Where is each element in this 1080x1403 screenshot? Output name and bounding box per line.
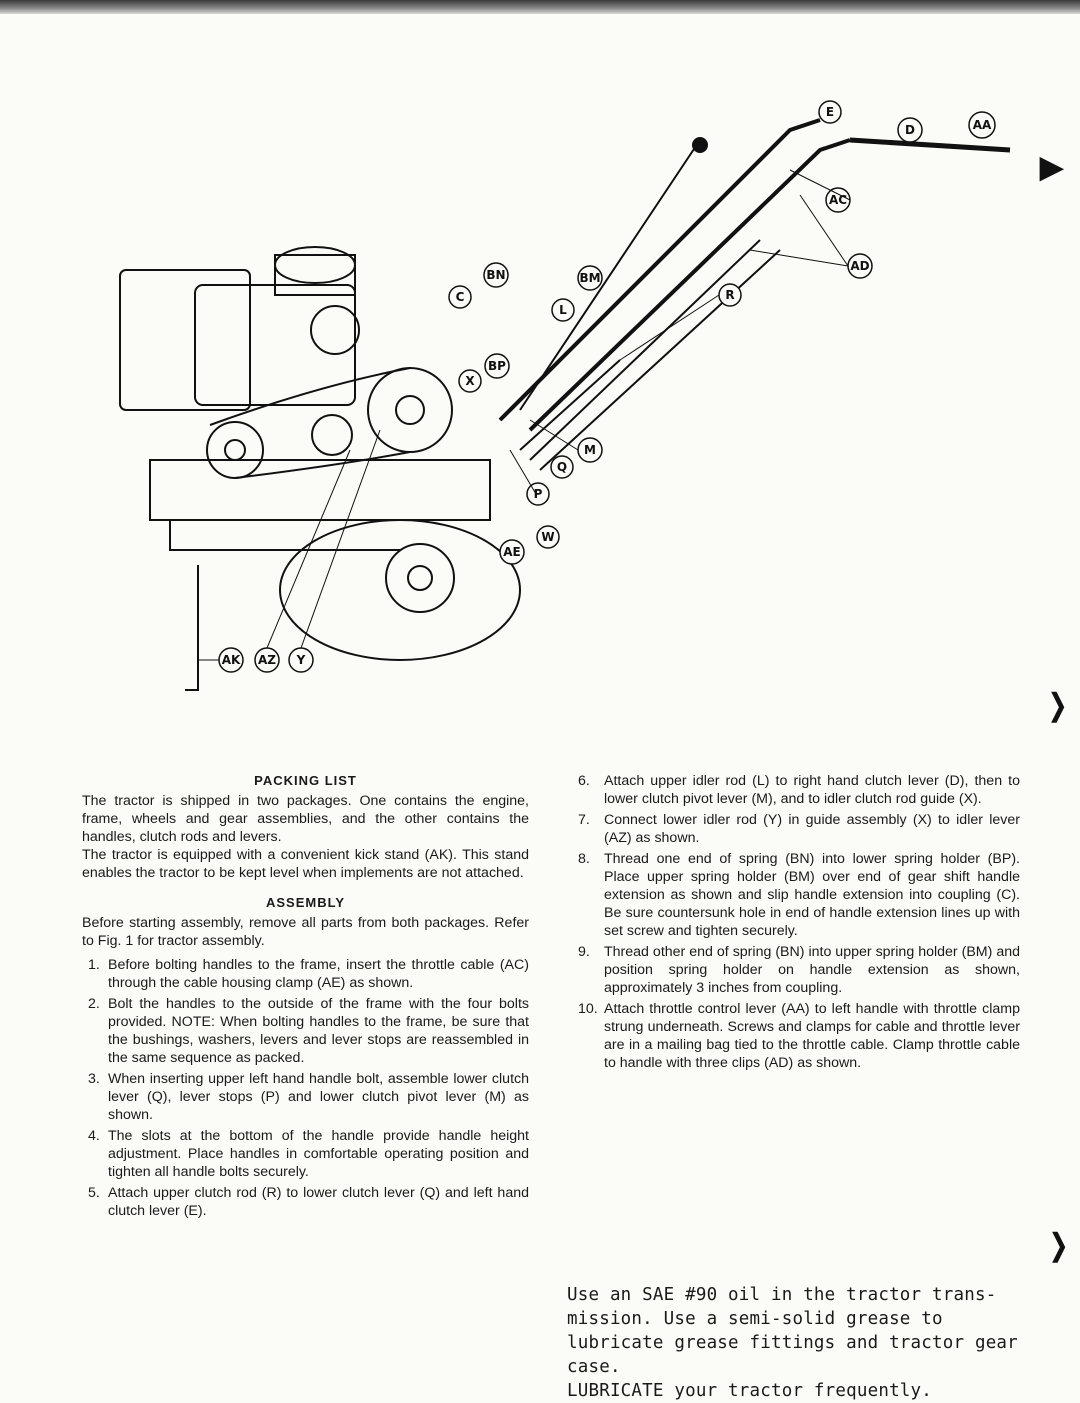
assembly-step: 10.Attach throttle control lever (AA) to… <box>578 1001 1020 1071</box>
callout-label: Q <box>557 460 567 474</box>
lubrication-note: Use an SAE #90 oil in the tractor trans-… <box>567 1283 1067 1403</box>
callout-label: BN <box>486 268 505 282</box>
packing-paragraph: The tractor is equipped with a convenien… <box>82 847 529 881</box>
callout-label: Y <box>296 653 306 667</box>
callout-label: W <box>541 530 554 544</box>
left-column: PACKING LIST The tractor is shipped in t… <box>82 772 529 1223</box>
callout-label: AD <box>850 259 869 273</box>
scan-top-border <box>0 0 1080 14</box>
callout-label: AA <box>973 118 992 132</box>
upper-clutch-rod <box>529 239 761 461</box>
assembly-intro: Before starting assembly, remove all par… <box>82 915 529 949</box>
callout-label: AE <box>503 545 520 559</box>
binder-mark-icon: ❭ <box>1046 1229 1072 1262</box>
assembly-step: 2.Bolt the handles to the outside of the… <box>88 996 529 1066</box>
lubrication-line: LUBRICATE your tractor frequently. <box>567 1381 933 1401</box>
callout-label: D <box>905 123 915 137</box>
callout-label: BM <box>579 271 600 285</box>
packing-paragraph: The tractor is shipped in two packages. … <box>82 793 529 845</box>
assembly-step: 4.The slots at the bottom of the handle … <box>88 1128 529 1180</box>
assembly-step: 8.Thread one end of spring (BN) into low… <box>578 851 1020 939</box>
wheel-tire <box>279 519 521 661</box>
leader-lines <box>198 169 851 661</box>
right-handle <box>498 118 821 422</box>
air-cleaner-body <box>274 254 356 296</box>
assembly-step: 9.Thread other end of spring (BN) into u… <box>578 944 1020 996</box>
assembly-step: 7.Connect lower idler rod (Y) in guide a… <box>578 812 1020 846</box>
callout-label: M <box>584 443 596 457</box>
callout-label: AC <box>829 193 847 207</box>
callouts <box>218 100 996 673</box>
callout-label: BP <box>488 359 506 373</box>
callout-label: E <box>826 105 834 119</box>
frame <box>149 459 491 521</box>
idler-pulley <box>311 414 353 456</box>
air-cleaner <box>274 246 356 284</box>
packing-list-heading: PACKING LIST <box>254 773 357 788</box>
assembly-step: 3.When inserting upper left hand handle … <box>88 1071 529 1123</box>
wheel-hub <box>385 543 455 613</box>
assembly-steps-left: 1.Before bolting handles to the frame, i… <box>82 956 529 1220</box>
throttle-lever <box>849 137 1011 153</box>
callout-label: AK <box>222 653 241 667</box>
binder-mark-icon: ▶ <box>1040 151 1064 184</box>
lubrication-line: lubricate grease fittings and tractor ge… <box>567 1333 1018 1377</box>
binder-mark-icon: ❭ <box>1045 689 1071 722</box>
assembly-steps-right: 6.Attach upper idler rod (L) to right ha… <box>578 772 1020 1072</box>
callout-label: L <box>559 303 567 317</box>
callout-label: R <box>725 288 734 302</box>
kick-stand <box>185 565 199 691</box>
callout-label: P <box>534 487 543 501</box>
right-column: 6.Attach upper idler rod (L) to right ha… <box>578 772 1020 1075</box>
assembly-step: 1.Before bolting handles to the frame, i… <box>88 957 529 991</box>
upper-idler-rod <box>539 249 781 471</box>
assembly-heading: ASSEMBLY <box>265 895 346 910</box>
gear-shift-extension <box>519 139 701 411</box>
tractor-assembly-diagram: E D AA AC AD BN BM C L R X BP M Q P W AE… <box>119 100 1011 691</box>
callout-label: AZ <box>258 653 276 667</box>
muffler <box>310 305 360 355</box>
assembly-step: 6.Attach upper idler rod (L) to right ha… <box>578 773 1020 807</box>
fuel-tank <box>119 269 251 411</box>
callout-label: X <box>465 374 475 388</box>
callout-label: C <box>456 290 465 304</box>
engine-pulley <box>206 421 264 479</box>
left-handle <box>528 138 851 432</box>
lubrication-line: mission. Use a semi-solid grease to <box>567 1309 943 1329</box>
lubrication-line: Use an SAE #90 oil in the tractor trans- <box>567 1285 997 1305</box>
transmission-pulley <box>367 367 453 453</box>
assembly-step: 5.Attach upper clutch rod (R) to lower c… <box>88 1185 529 1219</box>
